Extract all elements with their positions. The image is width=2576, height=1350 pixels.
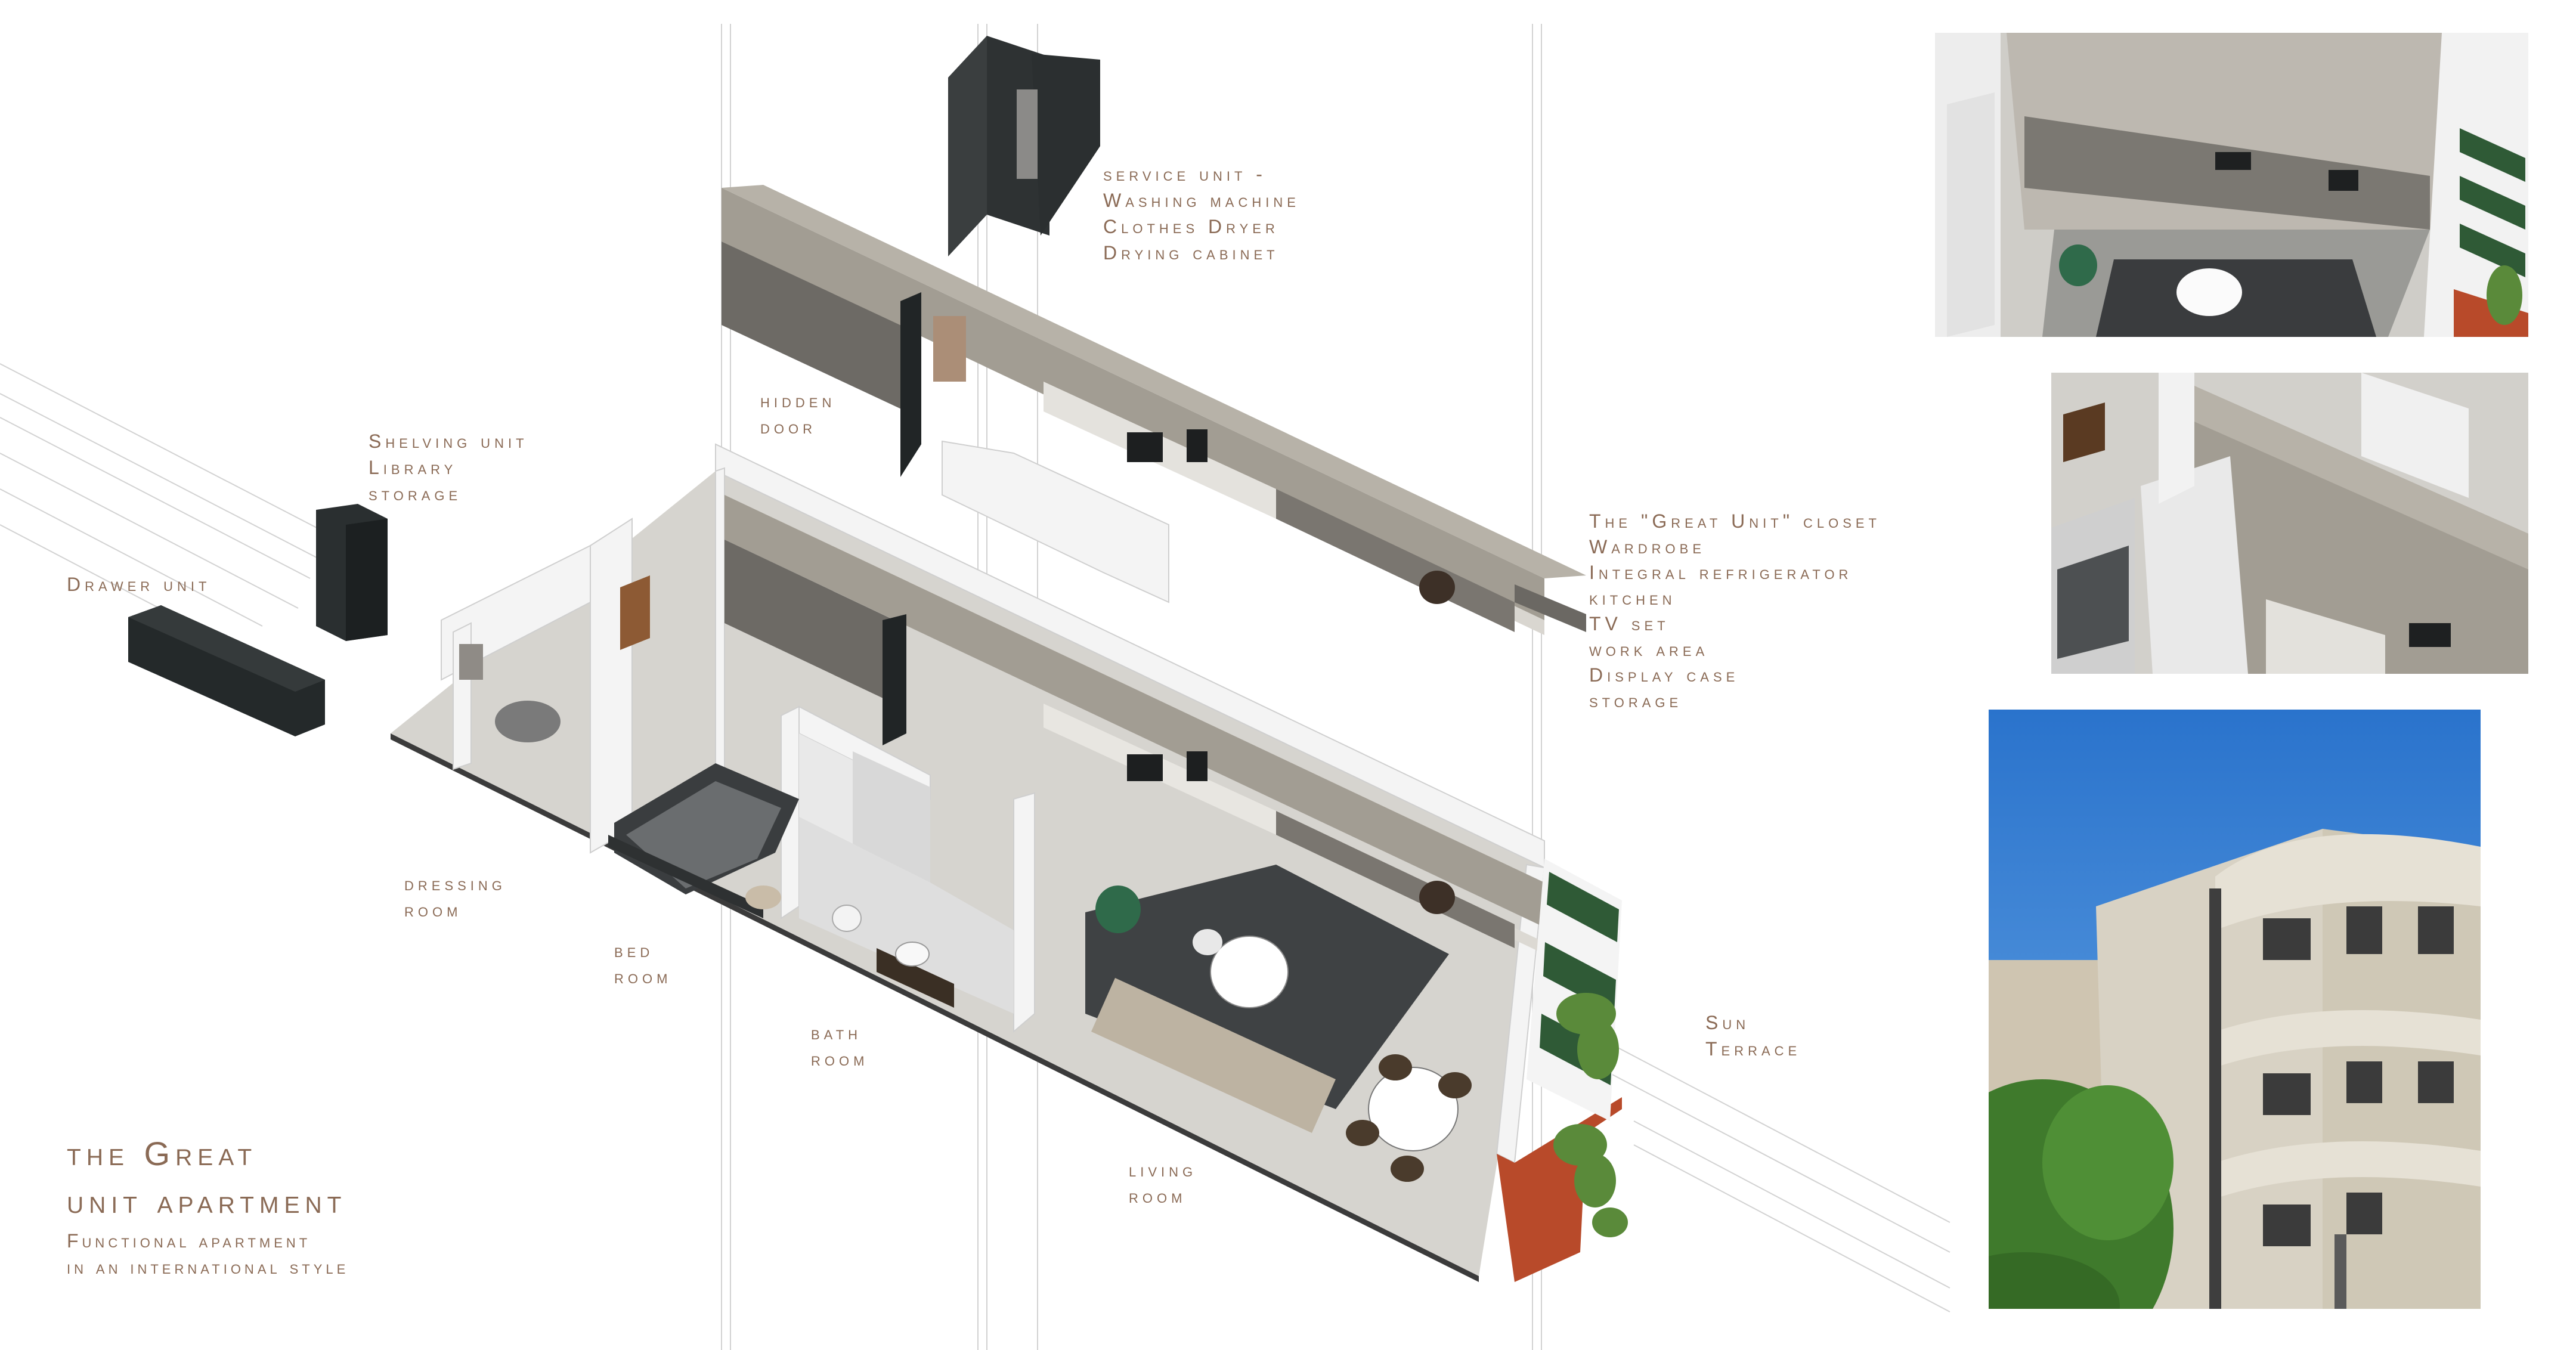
label-line: Washing machine bbox=[1103, 190, 1300, 211]
shelving-unit bbox=[316, 504, 388, 641]
label-line: storage bbox=[369, 483, 462, 504]
subtitle-line-2: in an international style bbox=[67, 1256, 349, 1278]
bedroom-furniture bbox=[608, 575, 799, 918]
label-drawer-unit: Drawer unit bbox=[67, 571, 210, 597]
great-unit-closet-lower bbox=[724, 495, 1544, 954]
subtitle-line-1: Functional apartment bbox=[67, 1230, 311, 1252]
label-line: Display case bbox=[1589, 664, 1739, 686]
label-line: room bbox=[404, 899, 462, 921]
project-title: the Great unit apartment Functional apar… bbox=[67, 1130, 349, 1280]
label-line: kitchen bbox=[1589, 587, 1676, 609]
label-line: dressing bbox=[404, 873, 506, 894]
label-living-room: living room bbox=[1129, 1157, 1197, 1209]
label-line: The "Great Unit" closet bbox=[1589, 510, 1881, 532]
label-line: Shelving unit bbox=[369, 431, 528, 452]
label-line: bath bbox=[811, 1022, 862, 1044]
render-kitchen-living-view bbox=[1935, 33, 2528, 337]
label-dressing-room: dressing room bbox=[404, 871, 506, 923]
label-line: door bbox=[760, 416, 816, 438]
label-hidden-door: hidden door bbox=[760, 388, 835, 440]
label-line: Clothes Dryer bbox=[1103, 216, 1279, 237]
terrace-plants bbox=[1553, 993, 1628, 1237]
great-unit-closet-upper bbox=[722, 185, 1586, 635]
label-great-unit-closet: The "Great Unit" closet Wardrobe Integra… bbox=[1589, 509, 1881, 714]
label-line: service unit - bbox=[1103, 163, 1267, 185]
label-line: Drawer unit bbox=[67, 574, 211, 595]
building-photo-svg bbox=[1989, 710, 2481, 1309]
label-sun-terrace: Sun Terrace bbox=[1705, 1010, 1801, 1062]
render-bath-bedroom-view bbox=[2051, 373, 2528, 674]
label-line: Drying cabinet bbox=[1103, 242, 1279, 264]
drawer-unit bbox=[128, 605, 325, 736]
render-kitchen-living-svg bbox=[1935, 33, 2528, 337]
building-exterior-photo bbox=[1989, 710, 2481, 1309]
label-line: room bbox=[811, 1048, 869, 1070]
label-bed-room: bed room bbox=[614, 937, 671, 990]
label-service-unit: service unit - Washing machine Clothes D… bbox=[1103, 161, 1300, 266]
walls bbox=[441, 440, 1546, 1164]
label-line: Library bbox=[369, 457, 457, 478]
label-line: room bbox=[614, 966, 672, 987]
dressing-room-furniture bbox=[459, 644, 561, 742]
label-line: room bbox=[1129, 1185, 1187, 1207]
label-line: bed bbox=[614, 940, 654, 961]
label-line: Integral refrigerator bbox=[1589, 562, 1853, 583]
sun-terrace bbox=[1497, 859, 1628, 1282]
service-unit bbox=[948, 36, 1100, 256]
label-line: Wardrobe bbox=[1589, 536, 1705, 558]
label-line: work area bbox=[1589, 639, 1709, 660]
title-line-2: unit apartment bbox=[67, 1182, 347, 1220]
label-line: storage bbox=[1589, 690, 1683, 711]
bathroom-interior bbox=[799, 733, 1014, 1014]
label-line: TV set bbox=[1589, 613, 1670, 634]
label-shelving-unit: Shelving unit Library storage bbox=[369, 428, 528, 507]
render-bath-bedroom-svg bbox=[2051, 373, 2528, 674]
label-line: Sun bbox=[1705, 1012, 1750, 1033]
label-line: hidden bbox=[760, 390, 836, 411]
living-room-furniture bbox=[1085, 571, 1472, 1182]
label-line: Terrace bbox=[1705, 1038, 1801, 1060]
label-line: living bbox=[1129, 1159, 1197, 1181]
title-line-1: the Great bbox=[67, 1135, 258, 1172]
label-bath-room: bath room bbox=[811, 1020, 868, 1072]
